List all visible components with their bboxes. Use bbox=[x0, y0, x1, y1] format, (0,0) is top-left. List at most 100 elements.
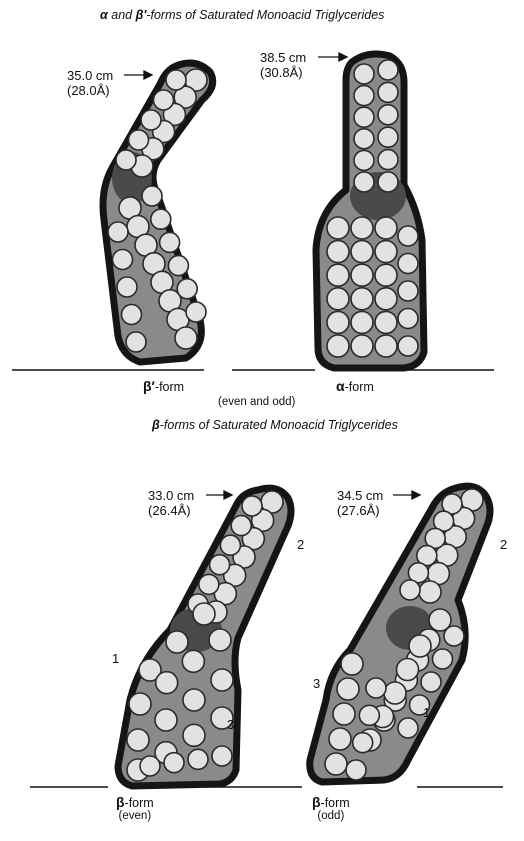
carbon-atom bbox=[183, 689, 205, 711]
length-label-beta-even: 33.0 cm (26.4Å) bbox=[148, 488, 194, 518]
carbon-atom bbox=[351, 335, 373, 357]
carbon-atom bbox=[378, 82, 398, 102]
length-angstrom: (26.4Å) bbox=[148, 503, 194, 518]
carbon-atom bbox=[354, 64, 374, 84]
carbon-atom bbox=[400, 580, 420, 600]
carbon-atom bbox=[378, 150, 398, 170]
length-angstrom: (28.0Å) bbox=[67, 83, 113, 98]
parity-note: (even) bbox=[116, 810, 154, 822]
title-beta-symbol: β bbox=[152, 418, 160, 432]
title-beta-prime-symbol: β′ bbox=[136, 8, 147, 22]
chain-number-even-3: 3 bbox=[227, 717, 234, 732]
carbon-atom bbox=[199, 574, 219, 594]
carbon-atom bbox=[378, 172, 398, 192]
carbon-atom bbox=[378, 60, 398, 80]
carbon-atom bbox=[353, 733, 373, 753]
carbon-atom bbox=[327, 288, 349, 310]
carbon-atom bbox=[193, 603, 215, 625]
form-label-beta-odd: β-form (odd) bbox=[312, 794, 350, 822]
form-word: -form bbox=[155, 380, 184, 394]
carbon-atom bbox=[166, 70, 186, 90]
chain-number-odd-3: 3 bbox=[313, 676, 320, 691]
arrowhead-beta-even bbox=[224, 491, 232, 499]
title-alpha-symbol: α bbox=[100, 8, 108, 22]
beta-symbol: β bbox=[312, 794, 321, 810]
title-text: -forms of Saturated Monoacid Triglycerid… bbox=[146, 8, 384, 22]
molecule-beta-odd bbox=[310, 486, 490, 782]
carbon-atom bbox=[212, 746, 232, 766]
chain-number-even-1: 1 bbox=[112, 651, 119, 666]
carbon-atom bbox=[160, 232, 180, 252]
carbon-atom bbox=[419, 581, 441, 603]
molecule-alpha bbox=[316, 54, 424, 368]
length-label-beta-odd: 34.5 cm (27.6Å) bbox=[337, 488, 383, 518]
carbon-atom bbox=[129, 693, 151, 715]
carbon-atom bbox=[177, 279, 197, 299]
length-cm: 33.0 cm bbox=[148, 488, 194, 503]
form-label-alpha: α-form bbox=[336, 378, 374, 394]
parity-note: (odd) bbox=[312, 810, 350, 822]
carbon-atom bbox=[354, 150, 374, 170]
carbon-atom bbox=[329, 728, 351, 750]
carbon-atom bbox=[242, 496, 262, 516]
carbon-atom bbox=[366, 678, 386, 698]
carbon-atom bbox=[375, 288, 397, 310]
carbon-atom bbox=[354, 172, 374, 192]
carbon-atom bbox=[117, 277, 137, 297]
carbon-atom bbox=[398, 226, 418, 246]
shared-note-even-odd: (even and odd) bbox=[218, 396, 295, 408]
carbon-atom bbox=[354, 86, 374, 106]
length-cm: 34.5 cm bbox=[337, 488, 383, 503]
carbon-atom bbox=[398, 254, 418, 274]
section-title-alpha-beta-prime: α and β′-forms of Saturated Monoacid Tri… bbox=[100, 8, 384, 22]
carbon-atom bbox=[421, 672, 441, 692]
carbon-atom bbox=[359, 705, 379, 725]
carbon-atom bbox=[384, 682, 406, 704]
beta-symbol: β bbox=[116, 794, 125, 810]
carbon-atom bbox=[375, 241, 397, 263]
alpha-symbol: α bbox=[336, 378, 345, 394]
carbon-atom bbox=[346, 760, 366, 780]
carbon-atom bbox=[398, 281, 418, 301]
chain-number-odd-2: 2 bbox=[500, 537, 507, 552]
form-label-beta-even: β-form (even) bbox=[116, 794, 154, 822]
carbon-atom bbox=[182, 650, 204, 672]
carbon-atom bbox=[351, 241, 373, 263]
carbon-atom bbox=[398, 309, 418, 329]
carbon-atom bbox=[351, 311, 373, 333]
carbon-atom bbox=[351, 217, 373, 239]
carbon-atom bbox=[151, 209, 171, 229]
carbon-atom bbox=[398, 336, 418, 356]
carbon-atom bbox=[375, 335, 397, 357]
chain-number-even-2: 2 bbox=[297, 537, 304, 552]
carbon-atom bbox=[175, 327, 197, 349]
carbon-atom bbox=[444, 626, 464, 646]
length-cm: 38.5 cm bbox=[260, 50, 306, 65]
arrowhead-beta-odd bbox=[412, 491, 420, 499]
carbon-atom bbox=[220, 535, 240, 555]
carbon-atom bbox=[155, 709, 177, 731]
carbon-atom bbox=[378, 105, 398, 125]
carbon-atom bbox=[168, 256, 188, 276]
carbon-atom bbox=[341, 653, 363, 675]
carbon-atom bbox=[409, 635, 431, 657]
carbon-atom bbox=[116, 150, 136, 170]
form-label-beta-prime: β′-form bbox=[143, 378, 184, 394]
carbon-atom bbox=[351, 288, 373, 310]
carbon-atom bbox=[375, 311, 397, 333]
carbon-atom bbox=[211, 669, 233, 691]
carbon-atom bbox=[129, 130, 149, 150]
length-angstrom: (30.8Å) bbox=[260, 65, 306, 80]
carbon-atom bbox=[164, 753, 184, 773]
carbon-atom bbox=[325, 753, 347, 775]
carbon-atom bbox=[209, 629, 231, 651]
carbon-atom bbox=[122, 305, 142, 325]
molecule-beta-prime bbox=[103, 63, 213, 362]
arrowhead-alpha bbox=[339, 53, 347, 61]
carbon-atom bbox=[433, 649, 453, 669]
carbon-atom bbox=[126, 332, 146, 352]
carbon-atom bbox=[231, 516, 251, 536]
arrowhead-beta-prime bbox=[144, 71, 152, 79]
carbon-atom bbox=[378, 127, 398, 147]
carbon-atom bbox=[188, 749, 208, 769]
